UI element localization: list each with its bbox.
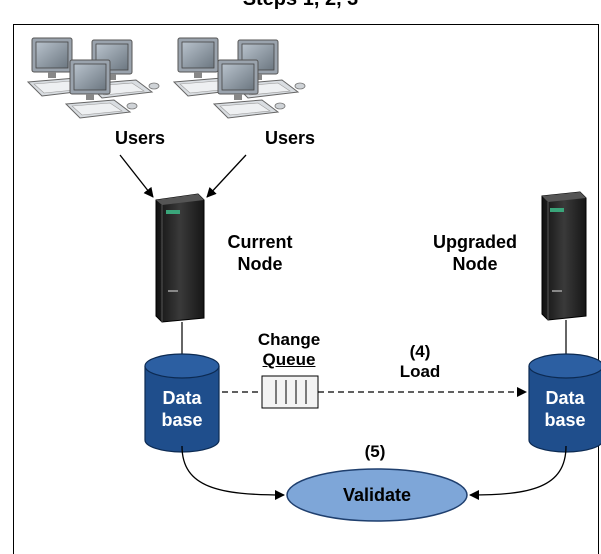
diagram-title: Steps 1, 2, 3	[0, 0, 601, 11]
validate-arrow-right	[469, 445, 567, 500]
users-left-arrow	[119, 154, 154, 198]
step5-number: (5)	[364, 442, 386, 461]
validate-arrow-left	[181, 445, 285, 500]
users-right-label: Users	[264, 128, 316, 148]
diagram-frame	[13, 24, 599, 554]
users-right-arrow	[206, 154, 247, 198]
validate-ellipse	[286, 468, 468, 522]
users-left-label: Users	[114, 128, 166, 148]
current-node-label: Current Node	[227, 232, 293, 274]
database-right-cylinder	[528, 353, 601, 453]
database-right-label: Data base	[544, 388, 586, 430]
step4-label: (4) Load	[399, 342, 441, 382]
change-queue-label: Change Queue	[257, 330, 321, 370]
change-queue-icon	[261, 375, 319, 409]
validate-label: Validate	[342, 485, 412, 505]
users-left-computers	[27, 37, 160, 119]
upgraded-node-server-icon	[541, 191, 587, 321]
upgraded-node-label: Upgraded Node	[432, 232, 517, 274]
database-left-label: Data base	[161, 388, 203, 430]
users-right-computers	[173, 37, 306, 119]
current-node-server-icon	[155, 193, 205, 323]
diagram-canvas	[27, 37, 601, 522]
